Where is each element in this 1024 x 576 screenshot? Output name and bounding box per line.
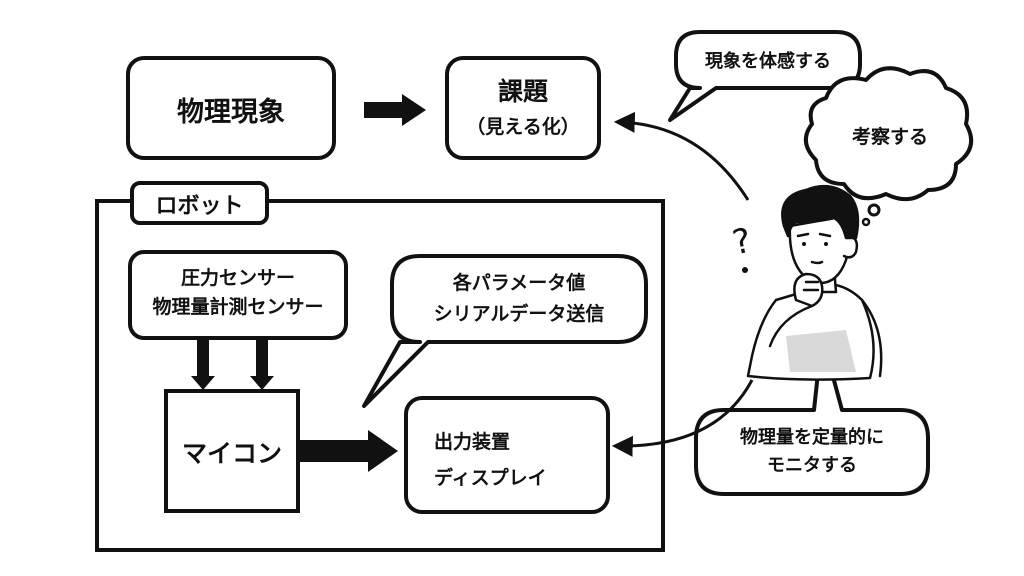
output-box — [404, 396, 610, 514]
params-bubble-line1: 各パラメータ値 — [452, 272, 586, 294]
think-cloud — [804, 66, 974, 227]
robot-frame — [95, 199, 665, 552]
params-bubble-line2: シリアルデータ送信 — [433, 303, 605, 325]
physical-phenomenon-box — [126, 56, 336, 160]
params-bubble — [362, 254, 648, 408]
mcu-label: マイコン — [181, 439, 282, 468]
arrow-mcu-to-output — [300, 430, 398, 472]
physical-phenomenon-label: 物理現象 — [177, 97, 285, 128]
think-cloud-text: 考察する — [851, 126, 928, 148]
question-mark-icon — [742, 267, 748, 273]
monitor-bubble-line2: モニタする — [767, 455, 857, 476]
monitor-bubble-text: 物理量を定量的に モニタする — [696, 424, 928, 480]
output-label: 出力装置 ディスプレイ — [420, 424, 594, 496]
issue-subtitle: （見える化） — [466, 116, 580, 138]
feel-bubble — [668, 30, 862, 122]
feel-bubble-text: 現象を体感する — [705, 51, 831, 72]
arrow-sensor-to-mcu — [191, 338, 274, 390]
robot-tab-label: ロボット — [155, 194, 244, 219]
sensor-box — [128, 250, 348, 340]
output-label-line2: ディスプレイ — [434, 467, 547, 489]
arrow-person-to-issue — [613, 111, 750, 201]
sensor-label: 圧力センサー 物理量計測センサー — [130, 264, 346, 322]
person-illustration — [746, 184, 883, 381]
question-mark-glyph: ? — [729, 220, 755, 264]
params-bubble-text: 各パラメータ値 シリアルデータ送信 — [392, 268, 646, 330]
monitor-bubble-line1: 物理量を定量的に — [740, 427, 884, 448]
arrow-person-to-output — [611, 379, 754, 457]
mcu-box — [164, 389, 300, 513]
robot-tab-box — [130, 181, 269, 225]
arrow-physical-to-issue — [364, 94, 426, 126]
output-label-line1: 出力装置 — [434, 431, 511, 453]
issue-title: 課題 — [497, 77, 548, 106]
sensor-label-line2: 物理量計測センサー — [152, 296, 324, 318]
issue-box — [445, 56, 601, 160]
sensor-label-line1: 圧力センサー — [180, 267, 295, 289]
